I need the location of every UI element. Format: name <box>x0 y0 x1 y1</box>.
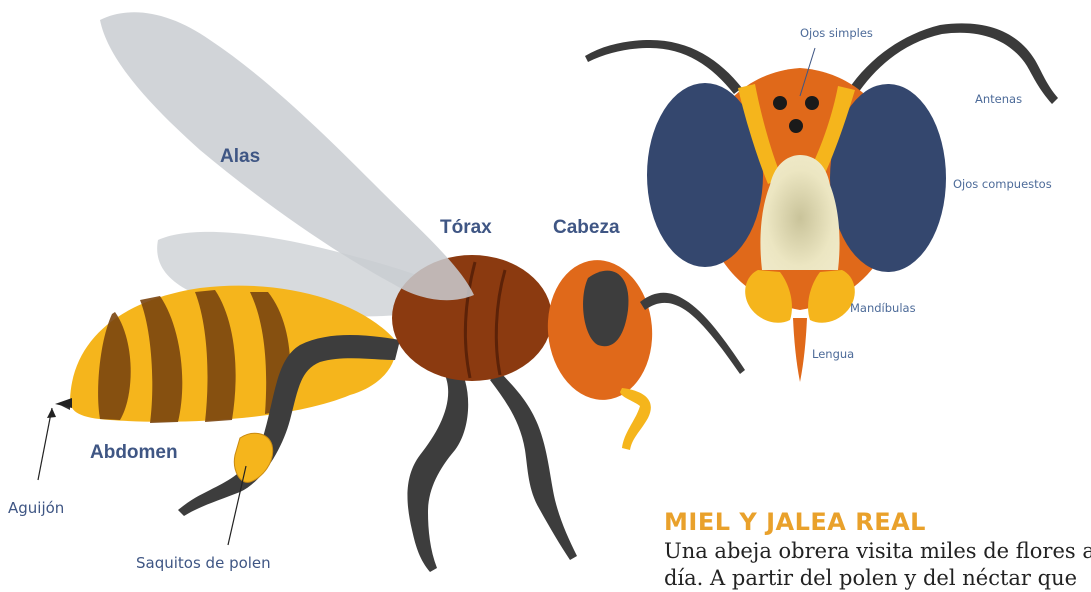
bee-head-front-view <box>585 23 1058 382</box>
bee-side-view <box>55 12 745 572</box>
label-antenas: Antenas <box>975 92 1022 106</box>
label-mandibulas: Mandíbulas <box>850 301 916 315</box>
label-abdomen: Abdomen <box>90 442 178 463</box>
simple-eye <box>805 96 819 110</box>
tongue <box>793 318 807 382</box>
label-torax: Tórax <box>440 217 492 238</box>
pollen-basket <box>234 433 272 482</box>
label-ojos-compuestos: Ojos compuestos <box>953 177 1052 191</box>
label-aguijon: Aguijón <box>8 499 64 517</box>
label-lengua: Lengua <box>812 347 854 361</box>
simple-eye <box>789 119 803 133</box>
section-heading: MIEL Y JALEA REAL <box>664 508 926 536</box>
head-side <box>542 256 745 450</box>
pointer-aguijon <box>38 408 52 480</box>
label-alas: Alas <box>220 146 260 167</box>
simple-eye <box>773 96 787 110</box>
label-cabeza: Cabeza <box>553 217 620 238</box>
section-body-text: Una abeja obrera visita miles de flores … <box>664 538 1091 592</box>
label-ojos-simples: Ojos simples <box>800 26 873 40</box>
label-saquitos-de-polen: Saquitos de polen <box>136 554 271 572</box>
